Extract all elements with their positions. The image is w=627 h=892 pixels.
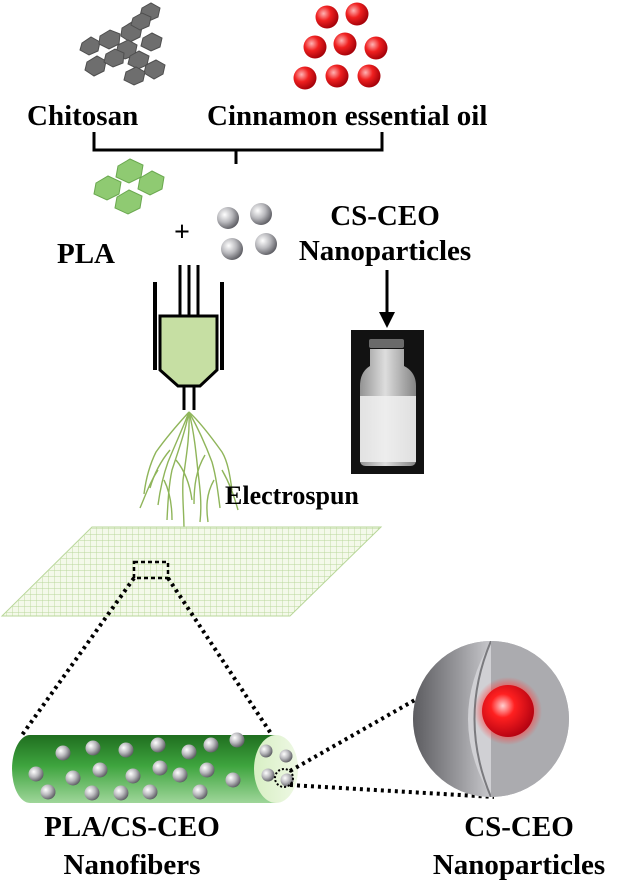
nanoparticles-icon [217, 203, 277, 260]
merge-brace [92, 132, 384, 164]
chitosan-label: Chitosan [27, 100, 138, 132]
pla-icon [93, 158, 165, 215]
cinnamon-oil-label: Cinnamon essential oil [207, 100, 487, 132]
plus-sign: + [174, 217, 190, 248]
electrospun-fibers [139, 411, 239, 531]
electrospun-label: Electrospun [225, 481, 359, 510]
vial-photo [351, 330, 424, 474]
cs-ceo-bottom-label-line1: CS-CEO [464, 811, 574, 843]
fiber-nanoparticles [28, 732, 294, 801]
syringe-icon [153, 265, 224, 410]
zoom-lines-particle [289, 686, 495, 799]
collector-mesh [0, 526, 383, 617]
cinnamon-oil-icon [293, 2, 388, 90]
core-shell-nanoparticle [413, 641, 569, 797]
nanofiber-cylinder [12, 732, 298, 803]
pla-label: PLA [57, 238, 115, 270]
fiber-label-line2: Nanofibers [64, 849, 201, 881]
cs-ceo-top-label-line1: CS-CEO [330, 200, 440, 232]
fiber-label-line1: PLA/CS-CEO [44, 811, 220, 843]
zoom-lines-fiber [20, 576, 274, 737]
arrow-down-icon [379, 270, 395, 328]
cs-ceo-bottom-label-line2: Nanoparticles [433, 849, 605, 881]
cs-ceo-top-label-line2: Nanoparticles [299, 235, 471, 267]
chitosan-icon [79, 2, 166, 86]
